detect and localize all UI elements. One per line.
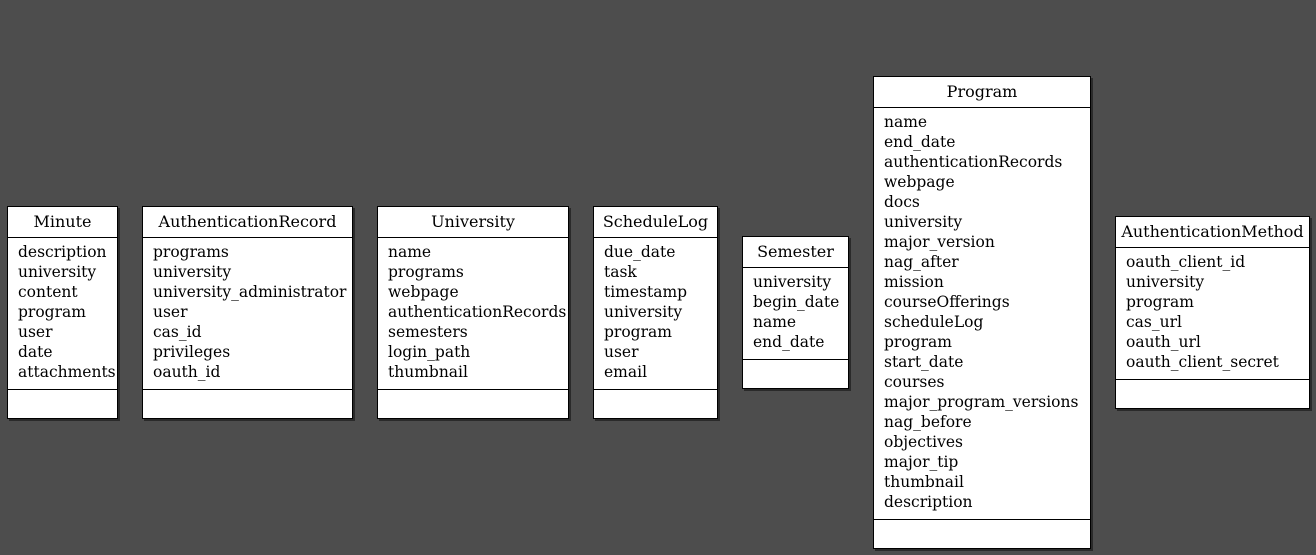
class-minute[interactable]: Minute description university content progr…: [7, 206, 118, 419]
attribute-item: programs: [153, 243, 229, 261]
attribute-list: name end_date authenticationRecords webpage…: [874, 108, 1090, 520]
attribute-item: programs: [388, 263, 464, 281]
attribute-list: programs university university_administrat…: [143, 238, 352, 390]
attribute-item: email: [604, 363, 648, 381]
attribute-item: university: [18, 263, 97, 281]
attribute-item: docs: [884, 193, 920, 211]
attribute-item: program: [884, 333, 952, 351]
attribute-item: university: [153, 263, 232, 281]
attribute-item: university: [753, 273, 832, 291]
attribute-item: university_administrator: [153, 283, 347, 301]
class-name: Program: [874, 77, 1090, 108]
attribute-item: program: [1126, 293, 1194, 311]
attribute-item: user: [18, 323, 53, 341]
attribute-item: thumbnail: [884, 473, 964, 491]
class-name: University: [378, 207, 568, 238]
attribute-item: description: [18, 243, 107, 261]
attribute-item: oauth_url: [1126, 333, 1201, 351]
operations-compartment: [1116, 380, 1309, 408]
attribute-item: user: [604, 343, 639, 361]
attribute-item: user: [153, 303, 188, 321]
attribute-item: name: [753, 313, 797, 331]
attribute-item: begin_date: [753, 293, 840, 311]
attribute-item: cas_url: [1126, 313, 1182, 331]
class-program[interactable]: Program name end_date authenticationRecord…: [873, 76, 1091, 549]
attribute-item: webpage: [388, 283, 459, 301]
attribute-item: task: [604, 263, 637, 281]
attribute-item: description: [884, 493, 973, 511]
operations-compartment: [874, 520, 1090, 548]
attribute-item: due_date: [604, 243, 676, 261]
operations-compartment: [743, 360, 848, 388]
attribute-item: timestamp: [604, 283, 688, 301]
attribute-item: thumbnail: [388, 363, 468, 381]
attribute-item: cas_id: [153, 323, 202, 341]
class-university[interactable]: University name programs webpage authentica…: [377, 206, 569, 419]
attribute-item: name: [388, 243, 432, 261]
operations-compartment: [8, 390, 117, 418]
attribute-item: date: [18, 343, 53, 361]
attribute-item: end_date: [753, 333, 825, 351]
attribute-item: mission: [884, 273, 944, 291]
attribute-item: program: [604, 323, 672, 341]
operations-compartment: [143, 390, 352, 418]
attribute-item: webpage: [884, 173, 955, 191]
class-name: ScheduleLog: [594, 207, 717, 238]
attribute-list: description university content program user d…: [8, 238, 117, 390]
class-name: AuthenticationMethod: [1116, 217, 1309, 248]
class-name: Semester: [743, 237, 848, 268]
class-authentication-record[interactable]: AuthenticationRecord programs university u…: [142, 206, 353, 419]
attribute-item: courses: [884, 373, 945, 391]
operations-compartment: [378, 390, 568, 418]
attribute-item: end_date: [884, 133, 956, 151]
attribute-item: nag_after: [884, 253, 959, 271]
attribute-item: university: [1126, 273, 1205, 291]
class-name: Minute: [8, 207, 117, 238]
attribute-item: program: [18, 303, 86, 321]
attribute-item: content: [18, 283, 78, 301]
attribute-item: oauth_client_secret: [1126, 353, 1279, 371]
class-name: AuthenticationRecord: [143, 207, 352, 238]
attribute-item: semesters: [388, 323, 468, 341]
attribute-item: scheduleLog: [884, 313, 984, 331]
attribute-item: university: [884, 213, 963, 231]
attribute-item: major_version: [884, 233, 995, 251]
operations-compartment: [594, 390, 717, 418]
attribute-item: nag_before: [884, 413, 972, 431]
attribute-item: authenticationRecords: [388, 303, 567, 321]
attribute-item: courseOfferings: [884, 293, 1010, 311]
attribute-item: major_program_versions: [884, 393, 1079, 411]
attribute-item: major_tip: [884, 453, 959, 471]
attribute-item: authenticationRecords: [884, 153, 1063, 171]
attribute-item: oauth_id: [153, 363, 221, 381]
attribute-item: login_path: [388, 343, 471, 361]
attribute-item: start_date: [884, 353, 964, 371]
attribute-list: name programs webpage authenticationRecords…: [378, 238, 568, 390]
attribute-item: objectives: [884, 433, 963, 451]
attribute-item: oauth_client_id: [1126, 253, 1246, 271]
attribute-item: university: [604, 303, 683, 321]
attribute-item: privileges: [153, 343, 231, 361]
attribute-item: name: [884, 113, 928, 131]
attribute-item: attachments: [18, 363, 116, 381]
